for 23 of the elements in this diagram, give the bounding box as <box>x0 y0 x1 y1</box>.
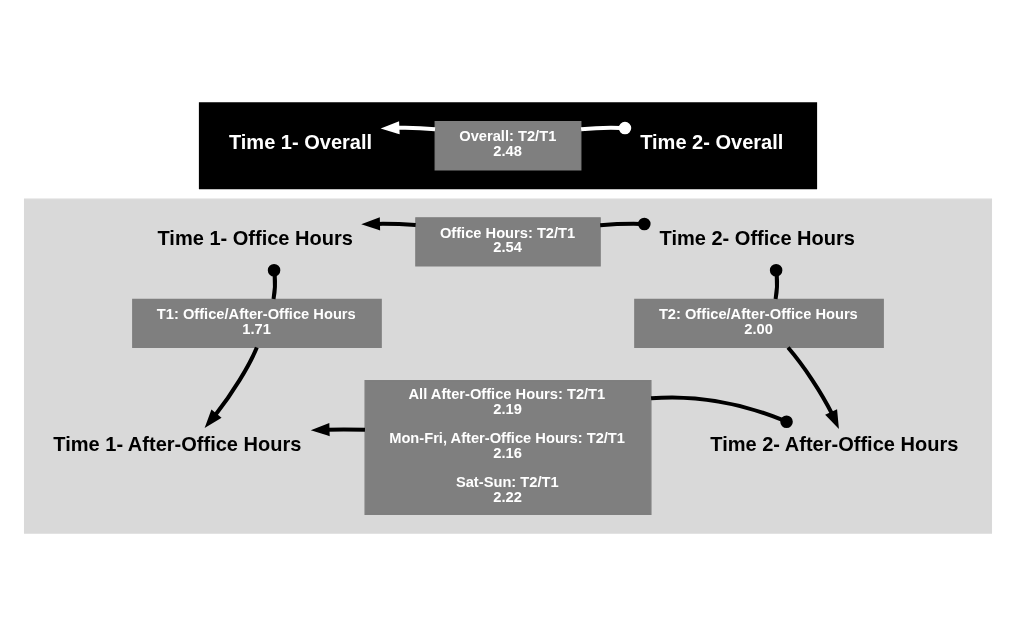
node-text: Time 2- Office Hours <box>659 227 855 250</box>
connector <box>600 217 651 231</box>
node-text: Time 1- After-Office Hours <box>53 432 302 455</box>
arrow <box>361 217 416 231</box>
arrow <box>380 121 436 135</box>
node-text: Time 1- Office Hours <box>157 227 353 250</box>
cluster <box>23 198 993 534</box>
connector <box>580 121 632 135</box>
node-box: T2: Office/After-Office Hours 2.00 <box>634 298 884 349</box>
connector <box>769 263 783 300</box>
node-box: All After-Office Hours: T2/T1 2.19 Mon-Fri, After-Office Hours: T2/T1 2.16 Sat-Sun: T2/T1 2.22 <box>364 380 652 515</box>
cluster <box>198 102 818 190</box>
arrow <box>786 346 839 429</box>
node-text: Time 2- After-Office Hours <box>710 432 959 455</box>
connector <box>267 263 281 300</box>
connector <box>650 395 793 428</box>
node-text: Time 2- Overall <box>640 131 784 154</box>
arrow <box>204 346 259 429</box>
node-box: Office Hours: T2/T1 2.54 <box>415 217 601 267</box>
node-box: Overall: T2/T1 2.48 <box>434 121 582 171</box>
node-text: Time 1- Overall <box>228 131 373 154</box>
arrow <box>310 423 366 437</box>
node-box: T1: Office/After-Office Hours 1.71 <box>132 298 382 349</box>
